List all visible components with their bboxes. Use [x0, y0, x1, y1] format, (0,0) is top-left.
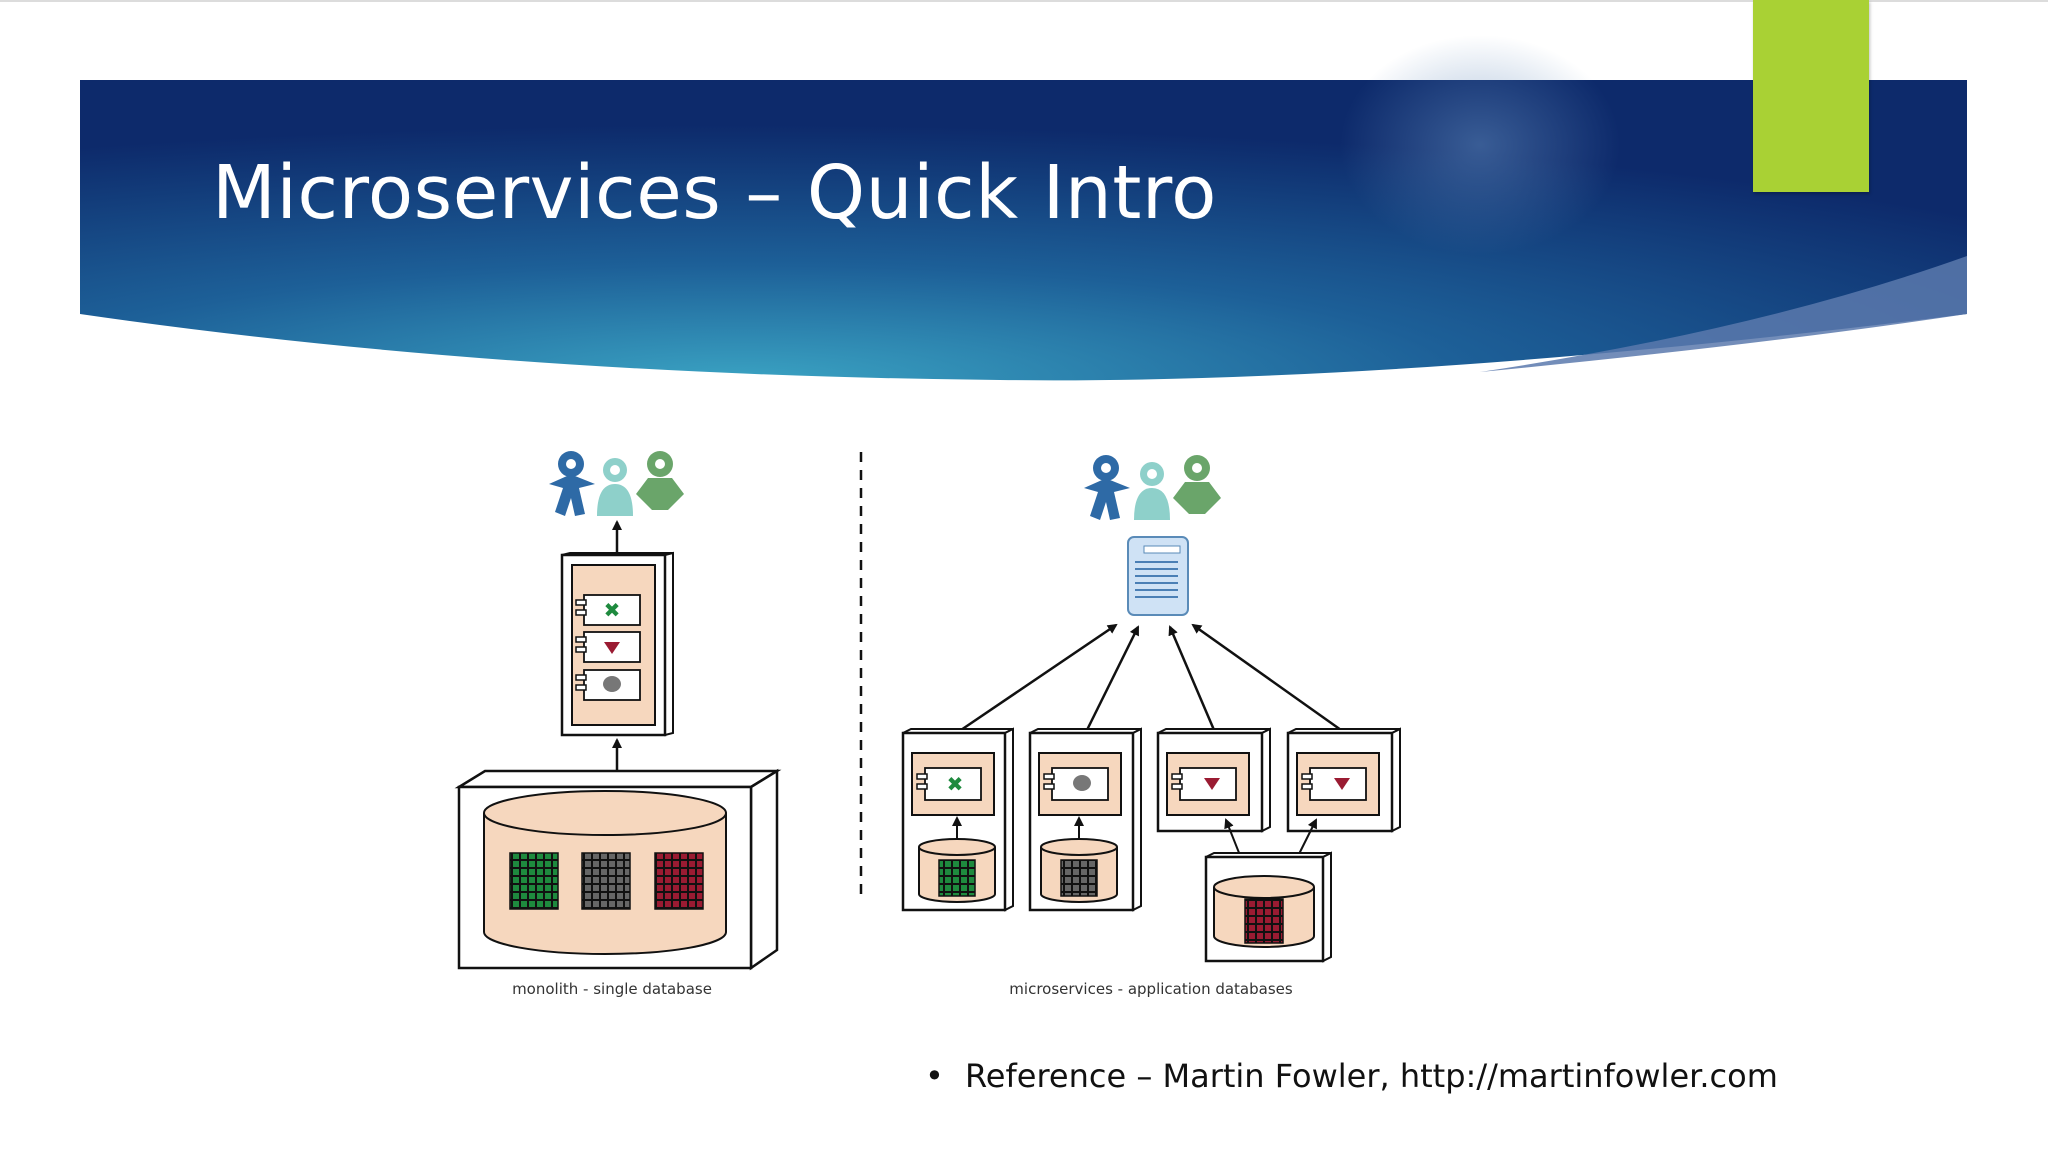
- monolith-users: [549, 451, 684, 516]
- microservices-users: [1084, 455, 1221, 520]
- accent-block: [1753, 0, 1869, 192]
- arrow-service3-to-gateway: [1168, 625, 1216, 731]
- microservices-caption: microservices - application databases: [1009, 980, 1293, 998]
- arrow-service2-to-gateway: [1085, 625, 1140, 731]
- reference-text: Reference – Martin Fowler, http://martin…: [965, 1057, 1778, 1095]
- svg-text:✖: ✖: [947, 772, 964, 796]
- bullet-point: •: [925, 1057, 944, 1095]
- monolith-database-server: [454, 768, 782, 971]
- service-box-3: [1156, 727, 1271, 833]
- arrow-service4-to-gateway: [1191, 623, 1342, 732]
- svg-text:✖: ✖: [604, 598, 621, 622]
- service-box-4: [1286, 727, 1401, 833]
- title-banner: [80, 35, 1967, 381]
- reference-bullet: • Reference – Martin Fowler, http://marti…: [925, 1057, 1778, 1095]
- service-box-1: ✖: [901, 727, 1014, 912]
- top-border: [0, 0, 2048, 2]
- monolith-caption: monolith - single database: [512, 980, 712, 998]
- slide-title: Microservices – Quick Intro: [212, 150, 1217, 236]
- architecture-diagram: ✖ monolith - single database: [454, 451, 1401, 998]
- monolith-app-server: ✖: [560, 551, 674, 737]
- shared-database-box: [1204, 851, 1332, 963]
- service-box-2: [1028, 727, 1142, 912]
- gateway-document-icon: [1127, 536, 1189, 616]
- arrow-service1-to-gateway: [960, 623, 1118, 732]
